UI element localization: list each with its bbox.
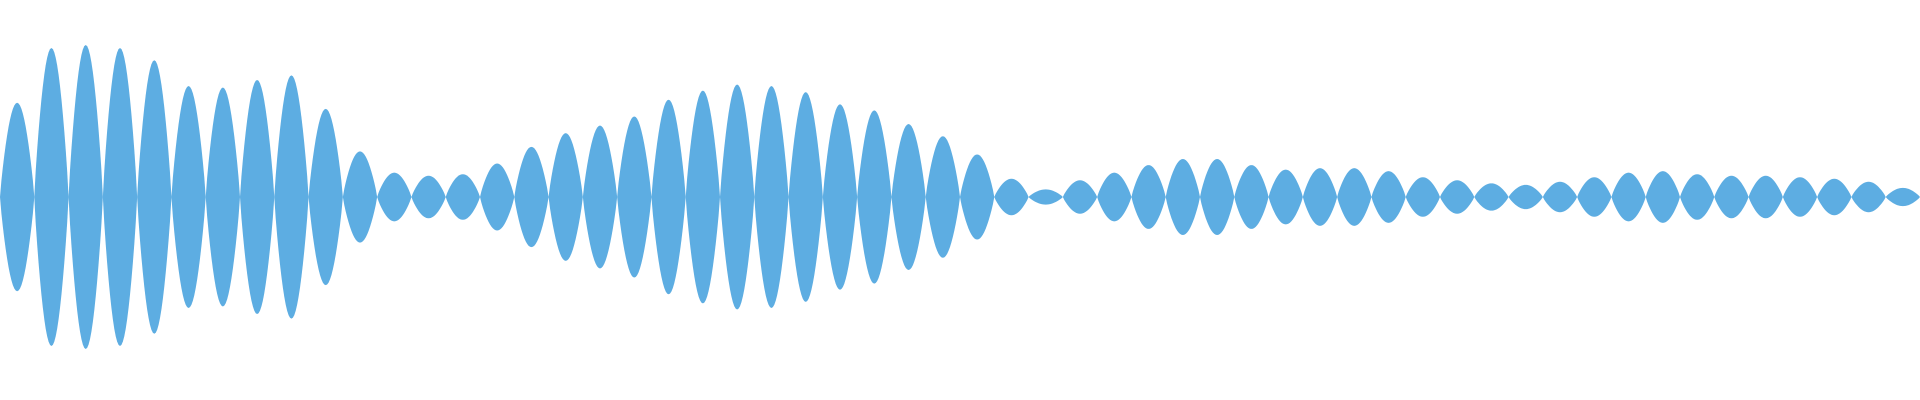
waveform-lobe bbox=[582, 125, 618, 269]
waveform-lobe bbox=[1234, 165, 1269, 229]
waveform-lobe bbox=[342, 151, 378, 243]
waveform-lobe bbox=[1885, 187, 1920, 207]
waveform-lobe bbox=[1474, 183, 1509, 211]
waveform-lobe bbox=[1645, 171, 1680, 223]
waveform-lobe bbox=[308, 108, 343, 286]
waveform-lobe bbox=[754, 86, 789, 308]
waveform-lobe bbox=[891, 124, 926, 270]
waveform-lobe bbox=[617, 116, 652, 278]
waveform-lobe bbox=[102, 48, 138, 346]
waveform-lobe bbox=[514, 146, 549, 248]
waveform-lobe bbox=[1165, 159, 1200, 235]
waveform-lobe bbox=[1440, 180, 1475, 214]
waveform-lobe bbox=[171, 86, 206, 308]
waveform-lobe bbox=[480, 163, 515, 231]
waveform-lobe bbox=[1817, 178, 1852, 216]
waveform-lobe bbox=[1714, 175, 1749, 219]
waveform-lobe bbox=[822, 104, 858, 290]
waveform-lobe bbox=[720, 84, 755, 310]
waveform-lobe bbox=[1097, 172, 1132, 222]
waveform-lobe bbox=[1405, 177, 1440, 217]
waveform-lobe bbox=[1508, 184, 1543, 210]
waveform-lobe bbox=[788, 92, 823, 302]
waveform-lobe bbox=[651, 99, 686, 295]
waveform-lobe bbox=[1028, 189, 1063, 205]
waveform-lobe bbox=[925, 136, 960, 258]
waveform-lobe bbox=[1062, 180, 1098, 214]
waveform-lobe bbox=[1611, 172, 1646, 222]
waveform-lobe bbox=[1542, 181, 1578, 213]
waveform-lobe bbox=[274, 75, 309, 319]
waveform-lobe bbox=[685, 90, 720, 304]
waveform-lobe bbox=[857, 110, 892, 284]
waveform-lobe bbox=[1200, 159, 1235, 235]
waveform-lobe bbox=[377, 172, 412, 222]
waveform-lobe bbox=[0, 102, 35, 292]
waveform-lobe bbox=[411, 175, 446, 219]
waveform-lobe bbox=[994, 178, 1029, 216]
waveform-lobe bbox=[1371, 171, 1406, 223]
waveform-lobe bbox=[1748, 175, 1783, 219]
waveform-lobe bbox=[205, 87, 240, 307]
waveform-lobe bbox=[240, 79, 275, 315]
waveform-lobes bbox=[0, 45, 1920, 349]
waveform-lobe bbox=[1851, 181, 1886, 213]
waveform-lobe bbox=[445, 174, 480, 220]
waveform-lobe bbox=[1131, 165, 1166, 229]
waveform-lobe bbox=[548, 133, 583, 261]
waveform-lobe bbox=[137, 60, 172, 334]
waveform-lobe bbox=[1680, 174, 1715, 220]
waveform-lobe bbox=[1337, 168, 1372, 226]
waveform-lobe bbox=[1782, 177, 1818, 217]
waveform-lobe bbox=[1577, 177, 1612, 217]
waveform-lobe bbox=[68, 45, 103, 349]
waveform-lobe bbox=[1302, 168, 1338, 226]
waveform-lobe bbox=[1268, 169, 1303, 225]
waveform-lobe bbox=[960, 154, 995, 240]
waveform-lobe bbox=[34, 48, 69, 346]
